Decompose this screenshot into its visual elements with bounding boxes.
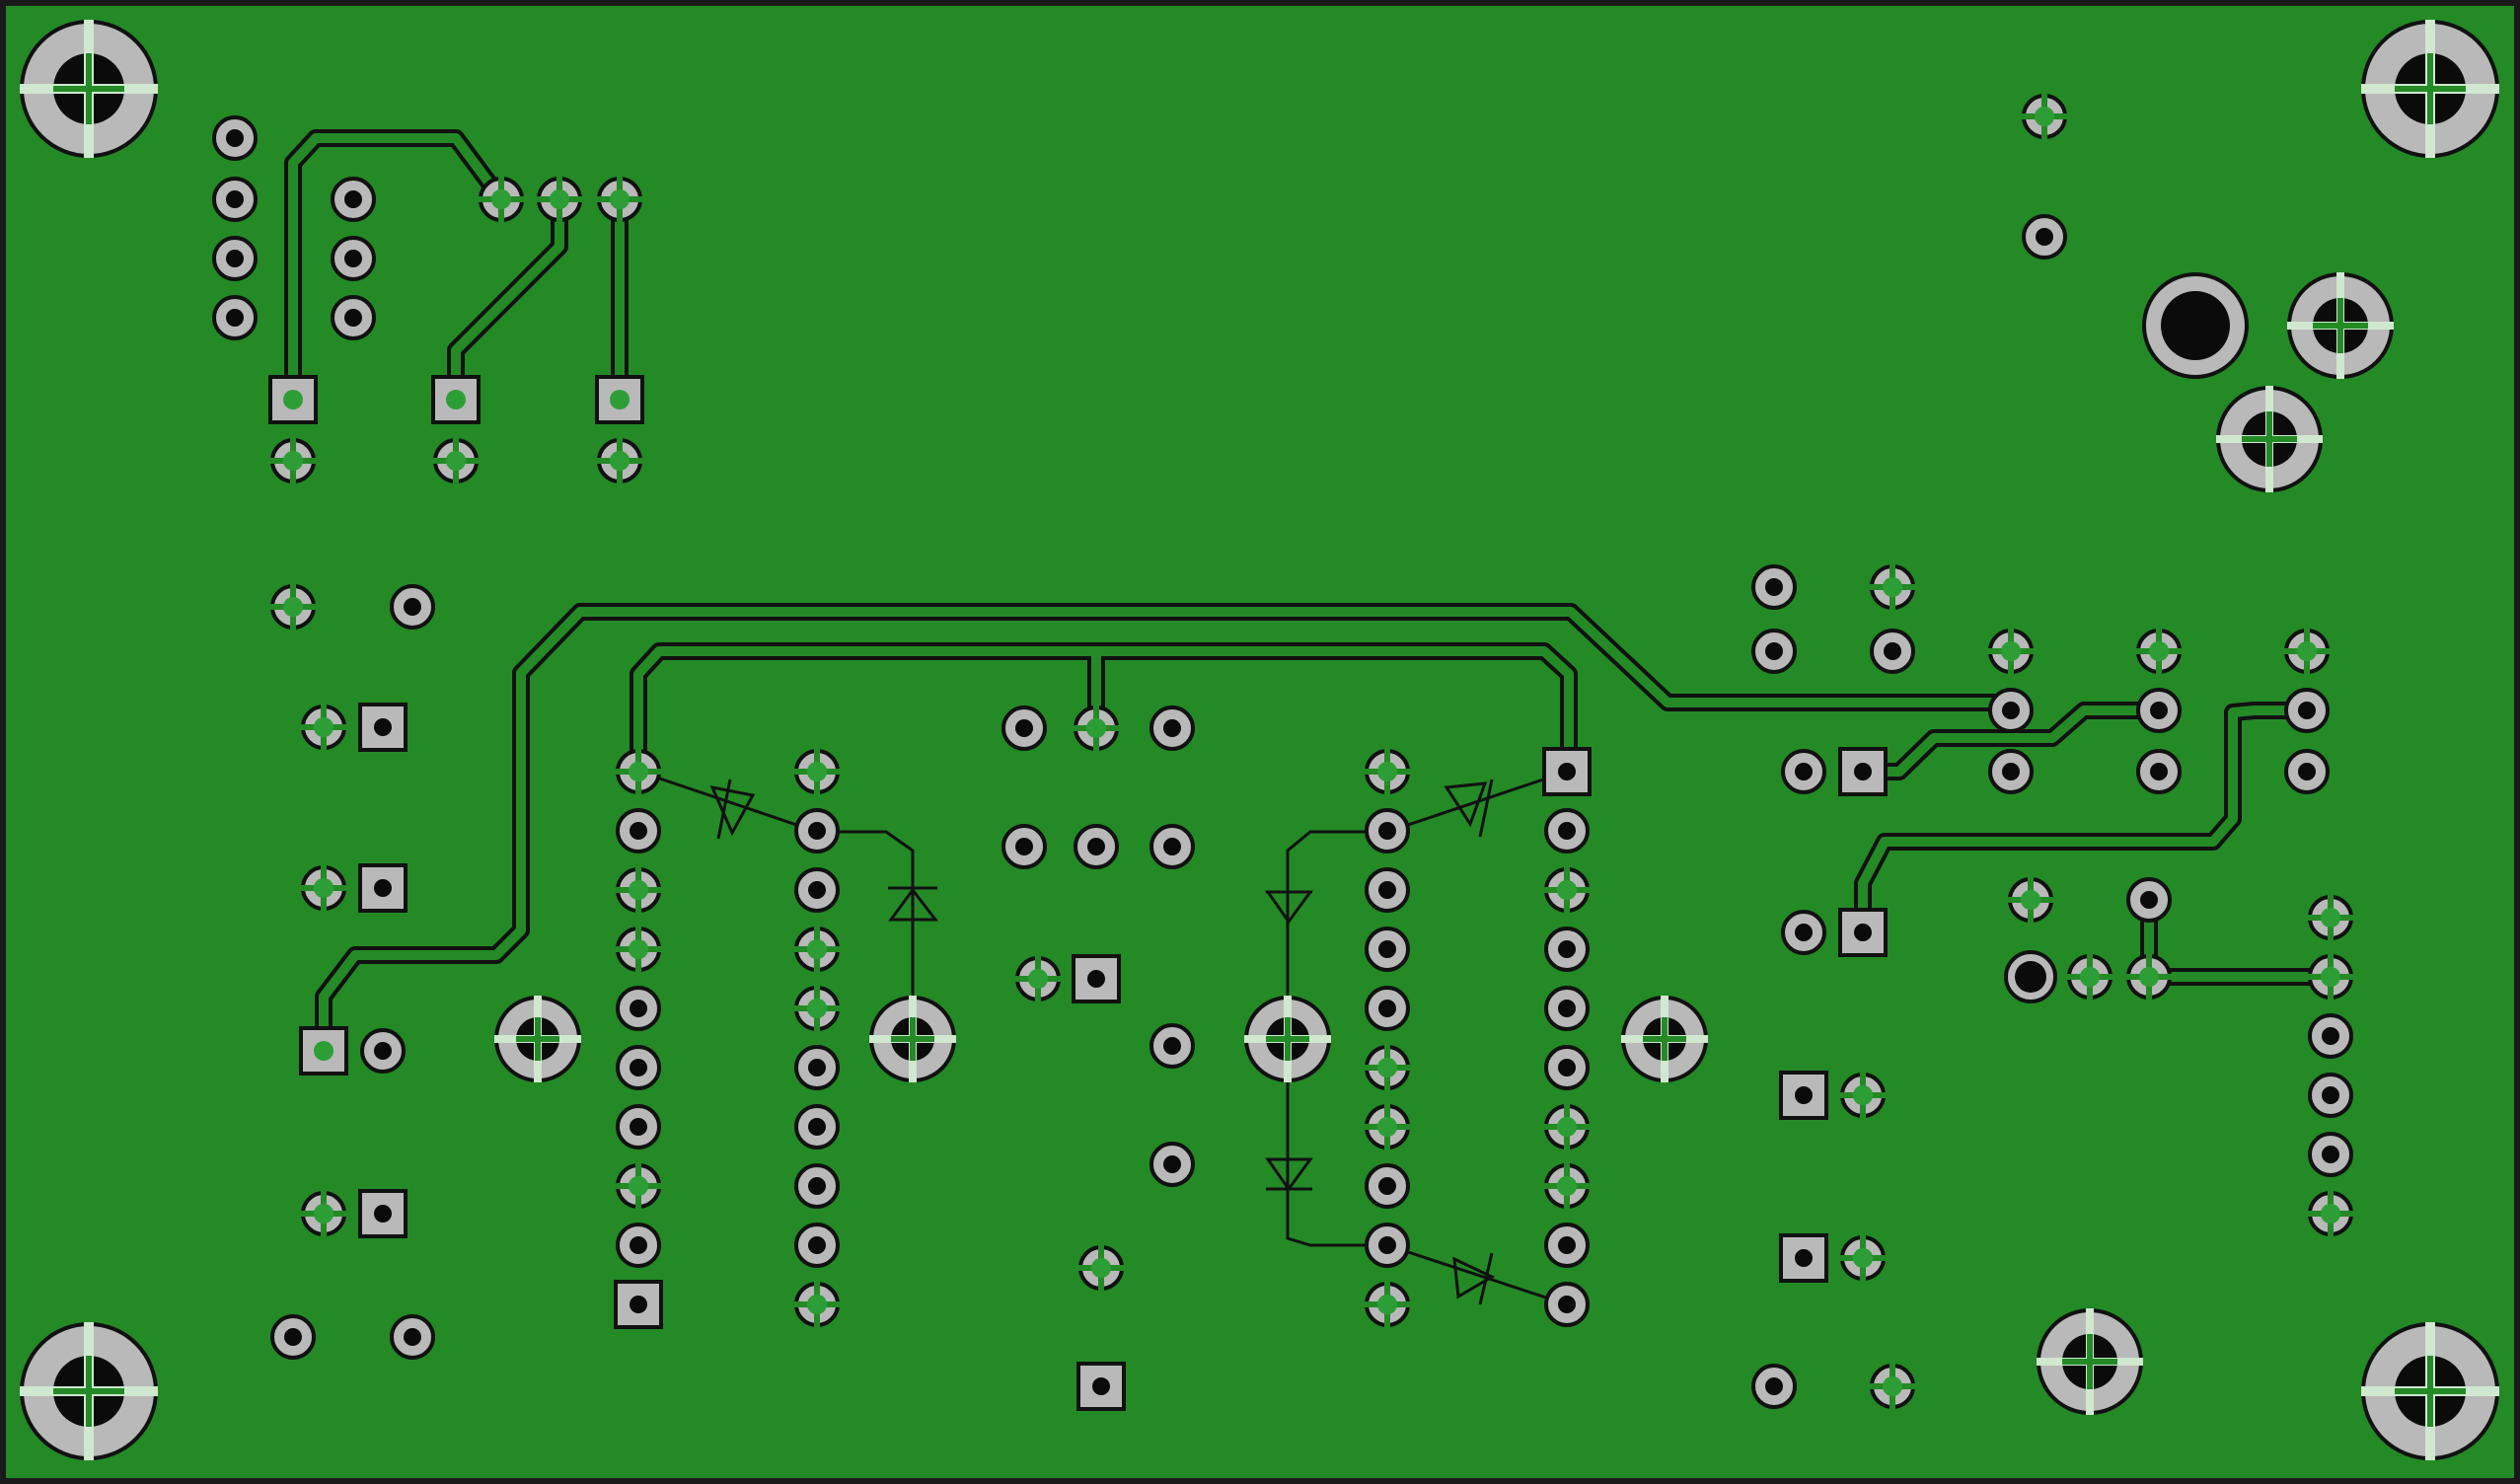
diode-link-1 <box>638 770 915 1039</box>
mounting-hole-bottom-left <box>18 1320 160 1462</box>
mounting-hole-lower-right <box>2035 1306 2145 1417</box>
mounting-hole-mid-4 <box>1619 994 1710 1084</box>
diode-symbol-5 <box>1265 1157 1313 1192</box>
mounting-hole-top-left <box>18 18 160 160</box>
mounting-hole-mid-3 <box>1242 994 1333 1084</box>
diode-symbol-1 <box>709 784 756 837</box>
mounting-hole-right-2 <box>2214 384 2325 494</box>
mounting-hole-top-right <box>2359 18 2501 160</box>
mounting-hole-mid-1 <box>492 994 583 1084</box>
traces <box>284 129 2339 1060</box>
diode-symbol-6 <box>1452 1256 1496 1299</box>
mounting-hole-mid-2 <box>867 994 958 1084</box>
mounting-hole-bottom-right <box>2359 1320 2501 1462</box>
mounting-holes <box>18 18 2501 1462</box>
plain-holes-right <box>2004 950 2057 1003</box>
diode-symbol-2 <box>888 887 939 922</box>
diode-symbol-3 <box>1444 781 1488 828</box>
large-plain-hole <box>2142 272 2249 379</box>
mounting-hole-right-1 <box>2285 270 2396 381</box>
